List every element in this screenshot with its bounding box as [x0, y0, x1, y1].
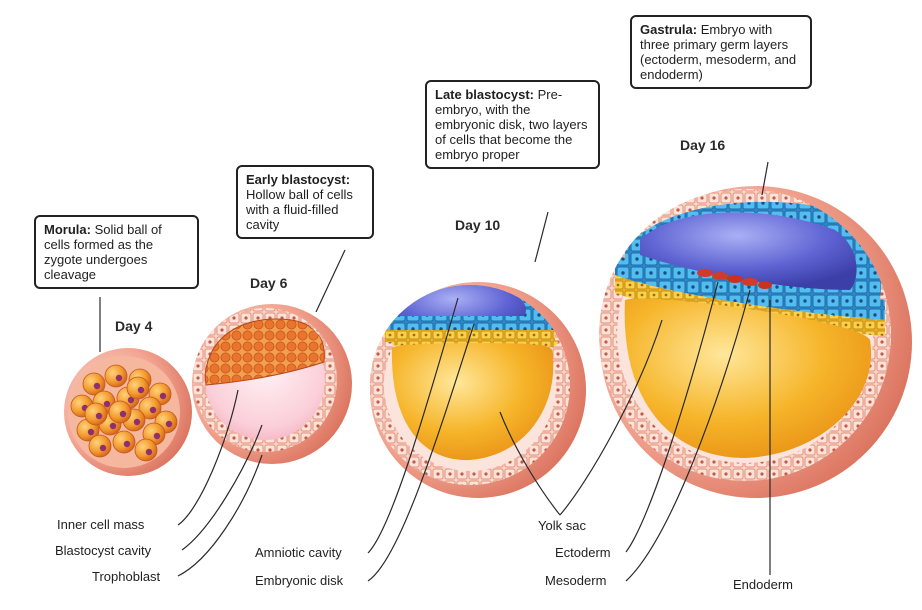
morula-cell-nucleus [95, 412, 103, 420]
morula-cell [112, 430, 136, 454]
blastocyst-cavity-label: Blastocyst cavity [55, 543, 152, 558]
morula-cell-nucleus [119, 410, 127, 418]
morula-cell [138, 396, 162, 420]
morula-cell-nucleus [127, 396, 135, 404]
embryonic-disk-label: Embryonic disk [255, 573, 344, 588]
morula-title: Morula: [44, 222, 91, 237]
early-blastocyst-description: Hollow ball of cells with a fluid-filled… [246, 187, 353, 232]
early-blastocyst-title: Early blastocyst: [246, 172, 351, 187]
day-6-label: Day 6 [250, 275, 288, 291]
morula-cell-nucleus [99, 444, 107, 452]
morula-cell [88, 434, 112, 458]
endoderm-label: Endoderm [733, 577, 793, 592]
late-blastocyst-illustration [370, 282, 586, 498]
gastrula-illustration [599, 186, 912, 498]
gastrula-description: Embryo with three primary germ layers (e… [640, 22, 797, 82]
day-16-label: Day 16 [680, 137, 726, 153]
morula-callout: Morula: Solid ball of cells formed as th… [34, 215, 199, 289]
day-10-label: Day 10 [455, 217, 501, 233]
morula-cell-nucleus [165, 420, 173, 428]
morula-cell-nucleus [137, 386, 145, 394]
yolk-sac-label: Yolk sac [538, 518, 586, 533]
morula-cell-nucleus [123, 440, 131, 448]
late-blastocyst-description: Pre-embryo, with the embryonic disk, two… [435, 87, 588, 162]
morula-cell-nucleus [87, 428, 95, 436]
morula-cell-nucleus [145, 448, 153, 456]
morula-cell [104, 364, 128, 388]
amniotic-cavity-label: Amniotic cavity [255, 545, 342, 560]
early-blastocyst-callout: Early blastocyst: Hollow ball of cells w… [236, 165, 374, 239]
morula-description: Solid ball of cells formed as the zygote… [44, 222, 162, 282]
morula-cells [70, 364, 178, 462]
late-blastocyst-callout: Late blastocyst: Pre-embryo, with the em… [425, 80, 600, 169]
morula-cell [126, 376, 150, 400]
morula-cell [108, 400, 132, 424]
morula-cell-nucleus [103, 400, 111, 408]
leader-lines [99, 161, 771, 582]
early-blastocyst-illustration [192, 304, 352, 464]
morula-cell-nucleus [109, 422, 117, 430]
gastrula-title: Gastrula: [640, 22, 698, 37]
late-blastocyst-title: Late blastocyst: [435, 87, 534, 102]
day-4-label: Day 4 [115, 318, 153, 334]
morula-cell-nucleus [149, 406, 157, 414]
morula-cell-nucleus [115, 374, 123, 382]
morula-cell-nucleus [153, 432, 161, 440]
morula-cell-nucleus [159, 392, 167, 400]
inner-cell-mass-label: Inner cell mass [57, 517, 145, 532]
ectoderm-label: Ectoderm [555, 545, 611, 560]
mesoderm-label: Mesoderm [545, 573, 607, 588]
morula-illustration [64, 348, 192, 476]
mesoderm-cells [697, 269, 772, 289]
morula-cell [84, 402, 108, 426]
trophoblast-label: Trophoblast [92, 569, 161, 584]
gastrula-callout: Gastrula: Embryo with three primary germ… [630, 15, 812, 89]
morula-cell [82, 372, 106, 396]
morula-cell-nucleus [93, 382, 101, 390]
morula-cell-nucleus [133, 418, 141, 426]
morula-cell [134, 438, 158, 462]
